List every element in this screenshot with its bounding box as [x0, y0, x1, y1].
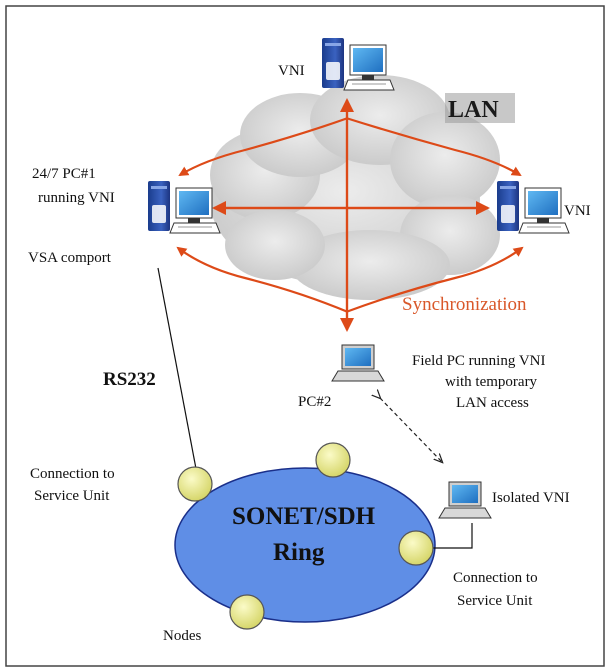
synchronization-label: Synchronization [402, 294, 527, 315]
ring-title-line2: Ring [273, 539, 325, 566]
sonet-sdh-ring [174, 467, 436, 623]
field-pc-label-line3: LAN access [456, 395, 529, 411]
pc1-label-line2: running VNI [38, 190, 115, 206]
diagram-border [5, 5, 605, 667]
rs232-label: RS232 [103, 369, 156, 390]
sync-arrows [176, 98, 524, 332]
desktop-computer-icon [497, 181, 570, 234]
lan-label-shadow [445, 93, 515, 123]
arrow-bottom-left [176, 246, 349, 314]
nodes-label: Nodes [163, 628, 201, 644]
laptop-icon [438, 481, 492, 519]
arrow-top-right [345, 116, 522, 177]
top-vni-label: VNI [278, 63, 305, 79]
cloud-icon [210, 75, 500, 300]
ring-title-line1: SONET/SDH [232, 503, 376, 530]
ring-node [315, 442, 351, 478]
laptop-icon [331, 344, 385, 382]
conn-right-label-line1: Connection to [453, 570, 538, 586]
vsa-comport-label: VSA comport [28, 250, 112, 266]
right-vni-label: VNI [564, 203, 591, 219]
field-pc-label-line2: with temporary [445, 374, 538, 390]
conn-left-label-line2: Service Unit [34, 488, 110, 504]
desktop-computer-icon [322, 38, 395, 91]
isolated-vni-label: Isolated VNI [492, 490, 570, 506]
rs232-cable [157, 267, 198, 475]
ring-nodes [177, 442, 434, 630]
pc1-label-line1: 24/7 PC#1 [32, 166, 96, 182]
pc2-label: PC#2 [298, 394, 331, 410]
ring-node [229, 594, 265, 630]
conn-right-label-line2: Service Unit [457, 593, 533, 609]
isolated-connection-line [422, 523, 473, 549]
lan-label: LAN [448, 97, 499, 123]
field-pc-label-line1: Field PC running VNI [412, 353, 545, 369]
dashed-link-arrow [380, 398, 442, 462]
desktop-computer-icon [148, 181, 221, 234]
ring-node [398, 530, 434, 566]
arrow-bottom-right [345, 246, 524, 314]
conn-left-label-line1: Connection to [30, 466, 115, 482]
ring-node [177, 466, 213, 502]
arrow-top-left [178, 116, 349, 177]
